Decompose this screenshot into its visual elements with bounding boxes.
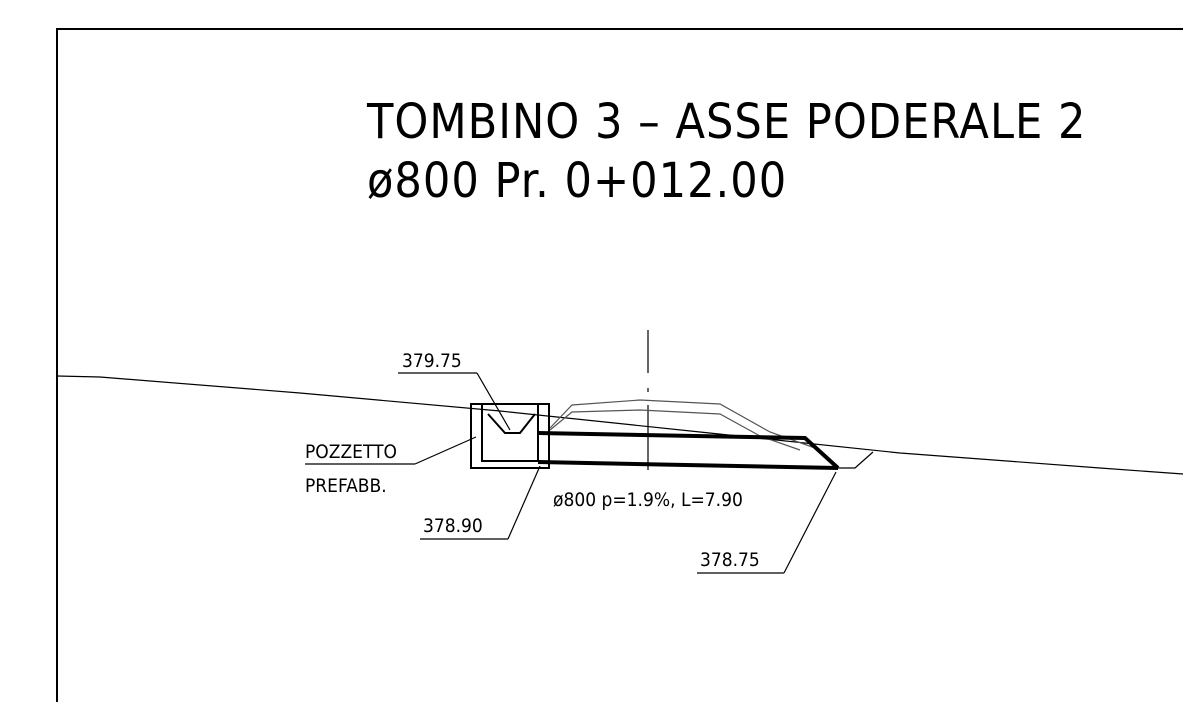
pipe-spec-label: ø800 p=1.9%, L=7.90 xyxy=(553,489,743,511)
leader-outlet xyxy=(783,471,837,574)
road-embankment-outer xyxy=(549,399,816,449)
elevation-label-top: 379.75 xyxy=(402,350,462,372)
pozzetto-label-line2: PREFABB. xyxy=(305,475,387,497)
elevation-label-inlet: 378.90 xyxy=(423,515,483,537)
pipe-bottom-line xyxy=(537,460,839,470)
pozzetto-inner-box xyxy=(481,403,539,462)
pozzetto-label-line1: POZZETTO xyxy=(305,441,397,463)
road-embankment-inner xyxy=(549,409,801,451)
outlet-ditch xyxy=(838,451,874,469)
pozzetto-channel xyxy=(487,413,536,434)
leader-pozzetto xyxy=(414,436,477,465)
drawing-frame xyxy=(56,28,1183,702)
leader-top xyxy=(476,372,511,431)
pipe-top-line xyxy=(537,431,840,470)
elevation-label-outlet: 378.75 xyxy=(700,549,760,571)
ground-profile-line xyxy=(56,375,1183,475)
drawing-title-line1: TOMBINO 3 – ASSE PODERALE 2 xyxy=(366,94,1086,150)
leader-inlet xyxy=(507,465,541,540)
drawing-title-line2: ø800 Pr. 0+012.00 xyxy=(367,153,787,209)
